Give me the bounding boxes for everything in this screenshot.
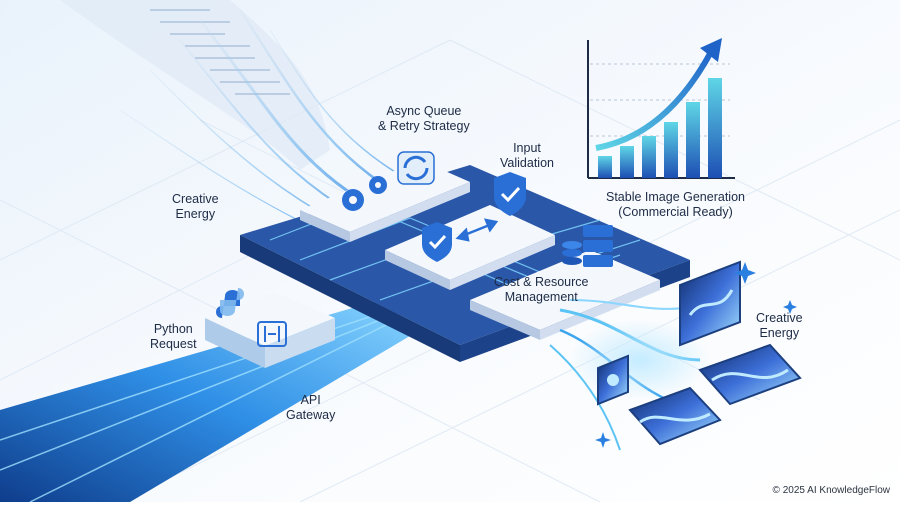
cost-resource-text: Cost & Resource Management bbox=[494, 275, 589, 304]
label-cost-resource: Cost & Resource Management bbox=[494, 275, 588, 305]
shield-check-icon bbox=[494, 172, 526, 216]
label-stable-generation: Stable Image Generation (Commercial Read… bbox=[606, 190, 745, 220]
image-tile-icon-4 bbox=[628, 386, 722, 446]
image-tile-icon-3 bbox=[597, 354, 629, 406]
label-input-validation: Input Validation bbox=[500, 141, 554, 171]
gear-icon bbox=[342, 176, 387, 211]
async-queue-text: Async Queue & Retry Strategy bbox=[378, 104, 470, 133]
image-tile-icon bbox=[679, 260, 741, 347]
sparkle-icon bbox=[595, 262, 797, 448]
python-logo-icon bbox=[216, 288, 244, 318]
refresh-icon bbox=[397, 151, 435, 185]
api-gateway-block bbox=[205, 292, 335, 368]
api-gateway-text: API Gateway bbox=[286, 393, 336, 422]
creative-energy-right-text: Creative Energy bbox=[756, 311, 803, 340]
input-validation-text: Input Validation bbox=[500, 141, 554, 170]
copyright-footer: © 2025 AI KnowledgeFlow bbox=[772, 485, 890, 496]
image-tile-icon-2 bbox=[698, 343, 802, 406]
creative-energy-left-text: Creative Energy bbox=[172, 192, 219, 221]
gateway-icon bbox=[257, 321, 287, 347]
bar-chart-icon bbox=[587, 38, 735, 179]
stable-generation-text: Stable Image Generation (Commercial Read… bbox=[606, 190, 745, 219]
cost-resource-card bbox=[470, 250, 660, 340]
label-python-request: Python Request bbox=[150, 322, 197, 352]
shield-check-icon-small bbox=[422, 222, 452, 262]
python-request-beam bbox=[0, 300, 420, 502]
label-creative-energy-right: Creative Energy bbox=[756, 311, 803, 341]
input-validation-card bbox=[385, 205, 555, 290]
label-creative-energy-left: Creative Energy bbox=[172, 192, 219, 222]
python-request-text: Python Request bbox=[150, 322, 197, 351]
double-arrow-icon bbox=[455, 218, 499, 242]
label-async-queue: Async Queue & Retry Strategy bbox=[378, 104, 470, 134]
label-api-gateway: API Gateway bbox=[286, 393, 335, 423]
database-coin-icon bbox=[562, 225, 613, 267]
